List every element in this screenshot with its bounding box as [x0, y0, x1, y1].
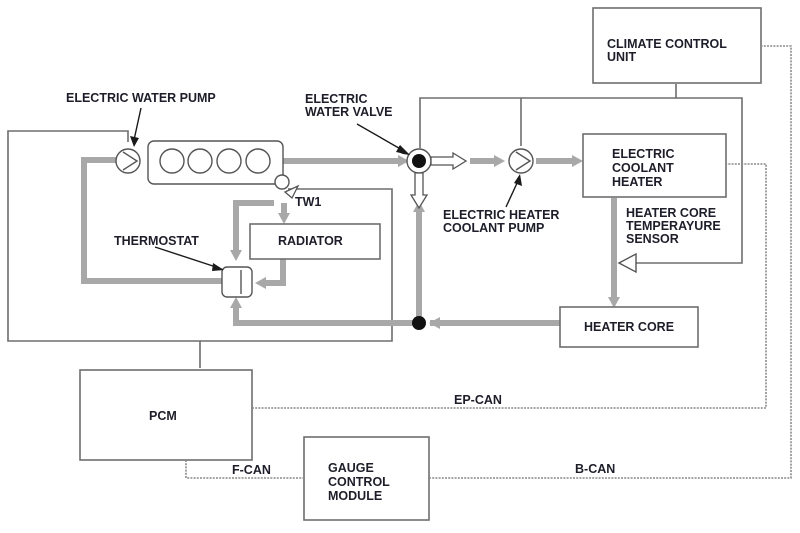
cylinder-icon — [216, 148, 242, 174]
electric-coolant-heater-box — [582, 133, 727, 198]
heater-core-box — [559, 306, 699, 348]
flow-arrow — [255, 277, 266, 289]
label-gauge-line2: CONTROL — [328, 475, 390, 489]
electric-water-valve-icon — [406, 148, 468, 210]
label-climate-control-line1: CLIMATE CONTROL — [607, 37, 727, 51]
label-hc-sensor-line1: HEATER CORE — [626, 206, 716, 220]
label-electric-water-valve-line1: ELECTRIC — [305, 92, 368, 106]
label-b-can: B-CAN — [575, 462, 615, 476]
leader-water-valve — [356, 123, 410, 155]
flow-arrow — [278, 213, 290, 224]
label-electric-coolant-heater-line1: ELECTRIC — [612, 147, 675, 161]
ccu-control-wire — [419, 84, 677, 148]
heater-core-temp-sensor-icon — [617, 252, 637, 274]
f-can-bus — [185, 460, 304, 479]
climate-control-unit-box — [592, 7, 762, 84]
pipe-junction-to-thermostat — [233, 306, 419, 326]
engine-block — [147, 140, 284, 185]
pcm-engine-wire — [7, 130, 201, 368]
label-ep-can: EP-CAN — [454, 393, 502, 407]
ep-can-bus — [252, 163, 767, 409]
leader-heater-pump — [505, 174, 522, 208]
label-climate-control-line2: UNIT — [607, 50, 637, 64]
label-heater-pump-line1: ELECTRIC HEATER — [443, 208, 559, 222]
flow-arrow — [608, 297, 620, 308]
label-electric-coolant-heater-line2: COOLANT — [612, 161, 674, 175]
gauge-control-module-box — [303, 436, 430, 521]
leader-water-pump — [130, 107, 142, 147]
pipe-bypass — [233, 200, 274, 253]
label-electric-coolant-heater-line3: HEATER — [612, 175, 662, 189]
flow-arrow — [572, 155, 583, 167]
label-f-can: F-CAN — [232, 463, 271, 477]
pipe-junction-dot — [412, 316, 426, 330]
label-pcm: PCM — [149, 409, 177, 423]
label-electric-water-valve-line2: WATER VALVE — [305, 105, 393, 119]
label-gauge-line3: MODULE — [328, 489, 382, 503]
flow-arrow — [230, 250, 242, 261]
flow-arrow — [429, 317, 440, 329]
cylinder-icon — [187, 148, 213, 174]
label-radiator: RADIATOR — [278, 234, 343, 248]
leader-thermostat — [154, 246, 224, 271]
radiator-box — [249, 223, 381, 260]
flow-arrow — [494, 155, 505, 167]
ccu-sensor-wire — [636, 97, 743, 264]
flow-arrow — [398, 155, 409, 167]
label-hc-sensor-line3: SENSOR — [626, 232, 679, 246]
label-gauge-line1: GAUGE — [328, 461, 374, 475]
label-tw1: TW1 — [295, 195, 321, 209]
b-can-bus — [429, 45, 792, 479]
label-heater-pump-line2: COOLANT PUMP — [443, 221, 544, 235]
thermostat-icon — [221, 266, 253, 298]
label-electric-water-pump: ELECTRIC WATER PUMP — [66, 91, 216, 105]
cylinder-icon — [159, 148, 185, 174]
label-thermostat: THERMOSTAT — [114, 234, 199, 248]
pcm-valve-wire — [200, 188, 393, 342]
tw1-sensor-icon — [274, 174, 300, 200]
pipe-radiator-to-thermostat — [262, 258, 286, 286]
label-heater-core: HEATER CORE — [584, 320, 674, 334]
pipe-thermostat-to-pump — [81, 157, 222, 284]
electric-water-pump-icon — [115, 148, 141, 174]
cylinder-icon — [245, 148, 271, 174]
pcm-box — [79, 369, 253, 461]
flow-arrow — [230, 297, 242, 308]
label-hc-sensor-line2: TEMPERAYURE — [626, 219, 721, 233]
heater-coolant-pump-icon — [508, 148, 534, 174]
